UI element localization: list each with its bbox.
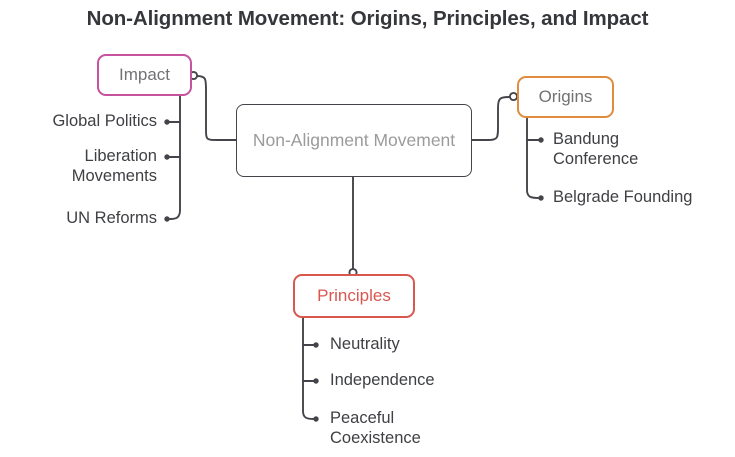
branch-node-impact[interactable]: Impact <box>97 54 192 96</box>
page-title: Non-Alignment Movement: Origins, Princip… <box>86 7 649 30</box>
edge-root-to-impact <box>196 75 237 141</box>
leaf-dot-origins-1 <box>538 137 544 143</box>
leaf-dot-impact-1 <box>164 119 170 125</box>
leaf-dot-impact-2 <box>164 154 170 160</box>
branch-node-principles[interactable]: Principles <box>293 274 415 318</box>
edge-root-to-origins <box>471 96 511 141</box>
leaf-principles-independence[interactable]: Independence <box>330 371 435 389</box>
trunk-origins <box>526 117 539 199</box>
leaf-dot-origins-2 <box>538 195 544 201</box>
root-node-label: Non-Alignment Movement <box>252 129 456 150</box>
leaf-impact-un-reforms[interactable]: UN Reforms <box>66 209 157 227</box>
leaf-dot-principles-2 <box>313 378 319 384</box>
branch-node-origins-label: Origins <box>538 86 593 106</box>
trunk-impact <box>169 95 181 220</box>
leaf-origins-bandung-conference[interactable]: Bandung Conference <box>553 130 639 168</box>
leaf-dot-impact-3 <box>164 216 170 222</box>
leaf-impact-global-politics[interactable]: Global Politics <box>52 112 157 130</box>
branch-node-origins[interactable]: Origins <box>517 76 614 118</box>
leaf-principles-peaceful-coexistence[interactable]: Peaceful Coexistence <box>330 409 421 447</box>
trunk-principles <box>302 317 314 420</box>
leaf-dot-principles-1 <box>313 342 319 348</box>
root-node[interactable]: Non-Alignment Movement <box>236 104 472 177</box>
leaf-principles-neutrality[interactable]: Neutrality <box>330 335 400 353</box>
leaf-impact-liberation-movements[interactable]: Liberation Movements <box>71 147 157 185</box>
leaf-origins-belgrade-founding[interactable]: Belgrade Founding <box>553 188 693 206</box>
branch-node-principles-label: Principles <box>317 285 391 305</box>
leaf-dot-principles-3 <box>313 416 319 422</box>
branch-node-impact-label: Impact <box>118 64 171 84</box>
